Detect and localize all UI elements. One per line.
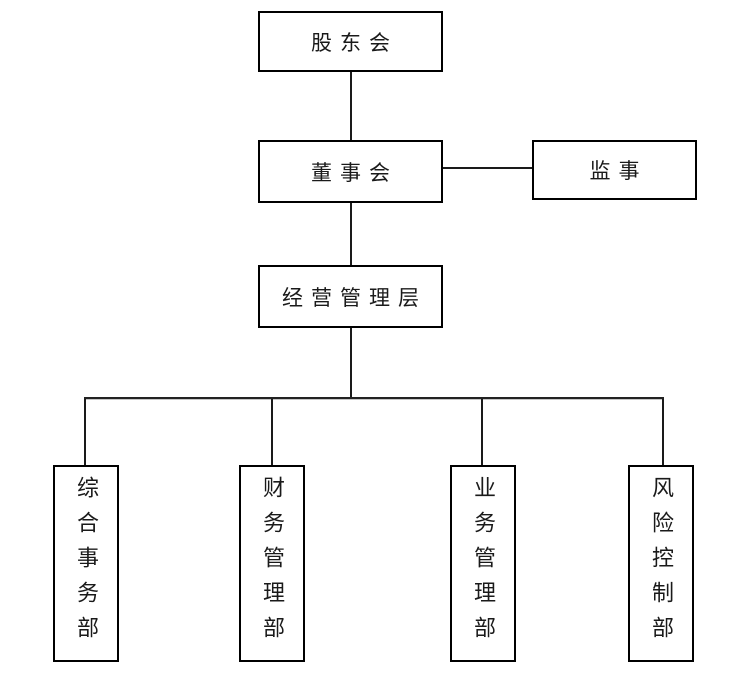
- node-label: 股东会: [311, 30, 398, 55]
- node-dept-general-affairs: 综合事务部: [53, 465, 119, 662]
- connector-shareholders-board: [350, 72, 352, 140]
- node-supervisor: 监事: [532, 140, 697, 200]
- node-label: 风险控制部: [649, 476, 674, 651]
- node-label: 业务管理部: [471, 476, 496, 651]
- node-label: 财务管理部: [260, 476, 285, 651]
- node-dept-risk-control: 风险控制部: [628, 465, 694, 662]
- node-board-of-directors: 董事会: [258, 140, 443, 203]
- connector-distribution-bar: [84, 397, 664, 400]
- node-label: 监事: [589, 159, 648, 183]
- connector-drop-dept-risk: [662, 399, 664, 465]
- connector-drop-dept-business: [481, 399, 483, 465]
- connector-drop-dept-finance: [271, 399, 273, 465]
- node-label: 综合事务部: [74, 476, 99, 651]
- connector-board-supervisor: [443, 167, 532, 169]
- node-dept-financial-management: 财务管理部: [239, 465, 305, 662]
- node-label: 经营管理层: [282, 285, 427, 310]
- connector-management-stem: [350, 328, 352, 398]
- connector-drop-dept-general: [84, 399, 86, 465]
- node-dept-business-management: 业务管理部: [450, 465, 516, 662]
- connector-board-management: [350, 203, 352, 265]
- node-label: 董事会: [311, 160, 398, 185]
- node-shareholders-meeting: 股东会: [258, 11, 443, 72]
- node-management-layer: 经营管理层: [258, 265, 443, 328]
